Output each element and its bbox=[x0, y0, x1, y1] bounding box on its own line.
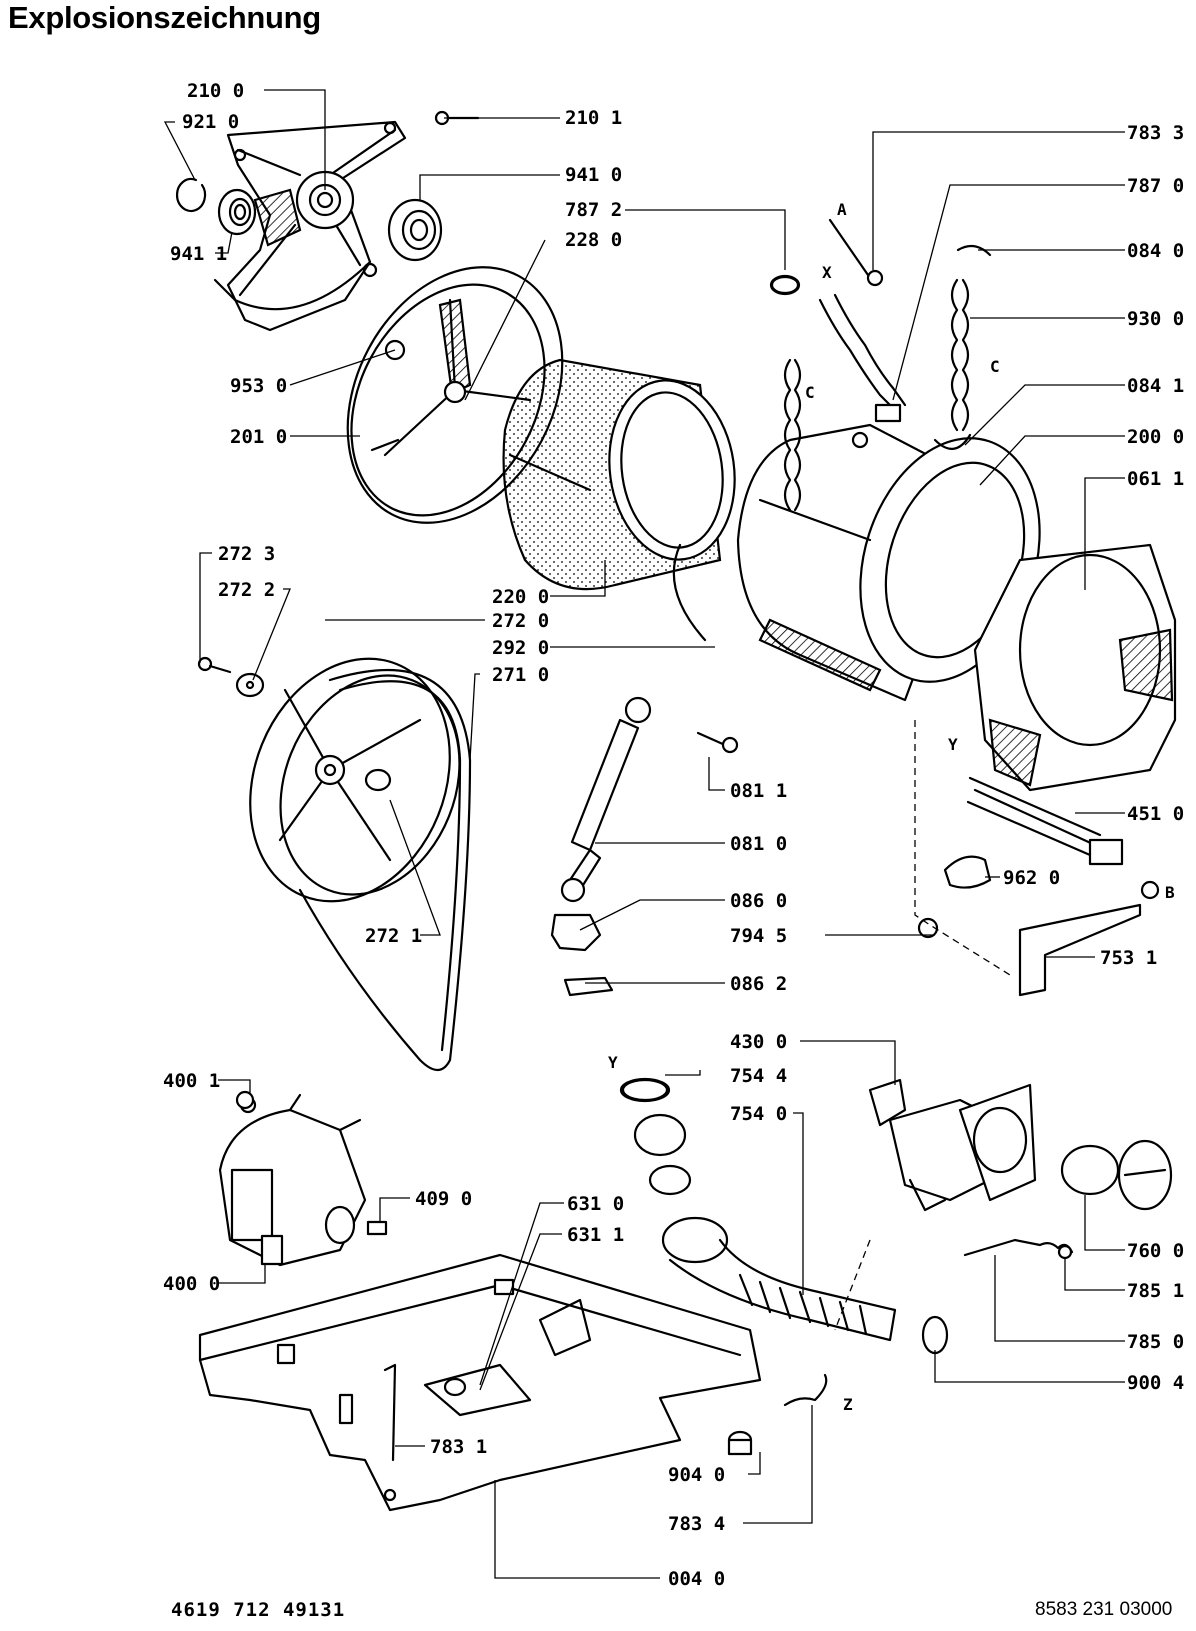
bellows-hose-drawing bbox=[770, 218, 907, 423]
label-787-0: 787 0 bbox=[1127, 175, 1184, 197]
label-921-0: 921 0 bbox=[182, 111, 239, 133]
label-753-1: 753 1 bbox=[1100, 947, 1157, 969]
filter-cap-drawing bbox=[1060, 1139, 1173, 1211]
wire-785-0-drawing bbox=[963, 1238, 1074, 1257]
inner-drum-drawing bbox=[502, 358, 736, 591]
label-084-0: 084 0 bbox=[1127, 240, 1184, 262]
heater-element-drawing bbox=[966, 776, 1124, 866]
foot-904-0-drawing bbox=[727, 1430, 753, 1456]
assembly-markers: A X C C Y B Y Z bbox=[608, 200, 1175, 1414]
marker-y-hose: Y bbox=[608, 1053, 618, 1072]
pulley-wheel-drawing bbox=[249, 657, 461, 903]
label-400-0: 400 0 bbox=[163, 1273, 220, 1295]
clamp-900-4-drawing bbox=[921, 1315, 949, 1355]
label-004-0: 004 0 bbox=[668, 1568, 725, 1590]
marker-a: A bbox=[837, 200, 847, 219]
label-787-2: 787 2 bbox=[565, 199, 622, 221]
screw-081-1-drawing bbox=[696, 731, 739, 754]
document-number-left: 4619 712 49131 bbox=[171, 1599, 346, 1621]
label-904-0: 904 0 bbox=[668, 1464, 725, 1486]
screw-400-1-drawing bbox=[235, 1090, 255, 1110]
label-086-0: 086 0 bbox=[730, 890, 787, 912]
springs-drawing bbox=[783, 244, 992, 512]
assembly-path-y bbox=[914, 720, 1011, 976]
label-783-3: 783 3 bbox=[1127, 122, 1184, 144]
label-930-0: 930 0 bbox=[1127, 308, 1184, 330]
large-bearing-drawing bbox=[387, 198, 443, 262]
label-086-2: 086 2 bbox=[730, 973, 787, 995]
label-451-0: 451 0 bbox=[1127, 803, 1184, 825]
label-941-0: 941 0 bbox=[565, 164, 622, 186]
page-title: Explosionszeichnung bbox=[8, 0, 321, 35]
front-ring-drawing bbox=[973, 543, 1177, 792]
label-220-0: 220 0 bbox=[492, 586, 549, 608]
label-400-1: 400 1 bbox=[163, 1070, 220, 1092]
marker-b: B bbox=[1165, 883, 1175, 902]
label-292-0: 292 0 bbox=[492, 637, 549, 659]
label-272-0: 272 0 bbox=[492, 610, 549, 632]
marker-c-left: C bbox=[805, 383, 815, 402]
assembly-path-z bbox=[834, 1239, 871, 1331]
label-081-1: 081 1 bbox=[730, 780, 787, 802]
marker-z: Z bbox=[843, 1395, 853, 1414]
label-783-4: 783 4 bbox=[668, 1513, 725, 1535]
label-228-0: 228 0 bbox=[565, 229, 622, 251]
part-labels: 210 0 210 1 921 0 941 1 941 0 787 2 228 … bbox=[163, 80, 1184, 1590]
clip-086-2-drawing bbox=[563, 976, 614, 997]
bolt-washer-drawing bbox=[197, 656, 265, 698]
label-409-0: 409 0 bbox=[415, 1188, 472, 1210]
drain-pump-drawing bbox=[868, 1078, 1037, 1212]
document-number-right: 8583 231 03000 bbox=[1035, 1599, 1173, 1620]
label-081-0: 081 0 bbox=[730, 833, 787, 855]
label-061-1: 061 1 bbox=[1127, 468, 1184, 490]
label-953-0: 953 0 bbox=[230, 375, 287, 397]
label-210-0: 210 0 bbox=[187, 80, 244, 102]
label-760-0: 760 0 bbox=[1127, 1240, 1184, 1262]
label-785-1: 785 1 bbox=[1127, 1280, 1184, 1302]
label-962-0: 962 0 bbox=[1003, 867, 1060, 889]
grommet-drawing bbox=[917, 917, 939, 939]
sensor-962-0-drawing bbox=[943, 855, 992, 889]
seal-754-4-drawing bbox=[619, 1077, 671, 1103]
elbow-hose-drawing bbox=[783, 1373, 828, 1407]
drain-hose-drawing bbox=[621, 1078, 897, 1342]
label-272-2: 272 2 bbox=[218, 579, 275, 601]
label-272-1: 272 1 bbox=[365, 925, 422, 947]
brush-409-0-drawing bbox=[366, 1220, 388, 1236]
pressure-trap-drawing bbox=[1018, 880, 1160, 997]
label-210-1: 210 1 bbox=[565, 107, 622, 129]
marker-c-right: C bbox=[990, 357, 1000, 376]
cable-783-1-drawing bbox=[383, 1363, 397, 1462]
label-900-4: 900 4 bbox=[1127, 1372, 1184, 1394]
motor-drawing bbox=[218, 1093, 367, 1267]
label-783-1: 783 1 bbox=[430, 1436, 487, 1458]
clamp-787-2-drawing bbox=[769, 274, 801, 296]
drive-belt-drawing bbox=[298, 668, 472, 1072]
label-272-3: 272 3 bbox=[218, 543, 275, 565]
marker-y-tub: Y bbox=[948, 735, 958, 754]
label-084-1: 084 1 bbox=[1127, 375, 1184, 397]
label-794-5: 794 5 bbox=[730, 925, 787, 947]
small-bearing-drawing bbox=[217, 188, 257, 236]
label-200-0: 200 0 bbox=[1127, 426, 1184, 448]
leader-lines bbox=[163, 89, 1125, 1579]
circlip-drawing bbox=[175, 177, 207, 213]
label-754-0: 754 0 bbox=[730, 1103, 787, 1125]
label-785-0: 785 0 bbox=[1127, 1331, 1184, 1353]
base-plate-drawing bbox=[198, 1253, 762, 1512]
label-631-1: 631 1 bbox=[567, 1224, 624, 1246]
label-941-1: 941 1 bbox=[170, 243, 227, 265]
clip-086-0-drawing bbox=[550, 913, 602, 952]
label-754-4: 754 4 bbox=[730, 1065, 787, 1087]
label-631-0: 631 0 bbox=[567, 1193, 624, 1215]
label-201-0: 201 0 bbox=[230, 426, 287, 448]
marker-x: X bbox=[822, 263, 832, 282]
label-430-0: 430 0 bbox=[730, 1031, 787, 1053]
shock-absorber-drawing bbox=[560, 696, 652, 903]
label-271-0: 271 0 bbox=[492, 664, 549, 686]
